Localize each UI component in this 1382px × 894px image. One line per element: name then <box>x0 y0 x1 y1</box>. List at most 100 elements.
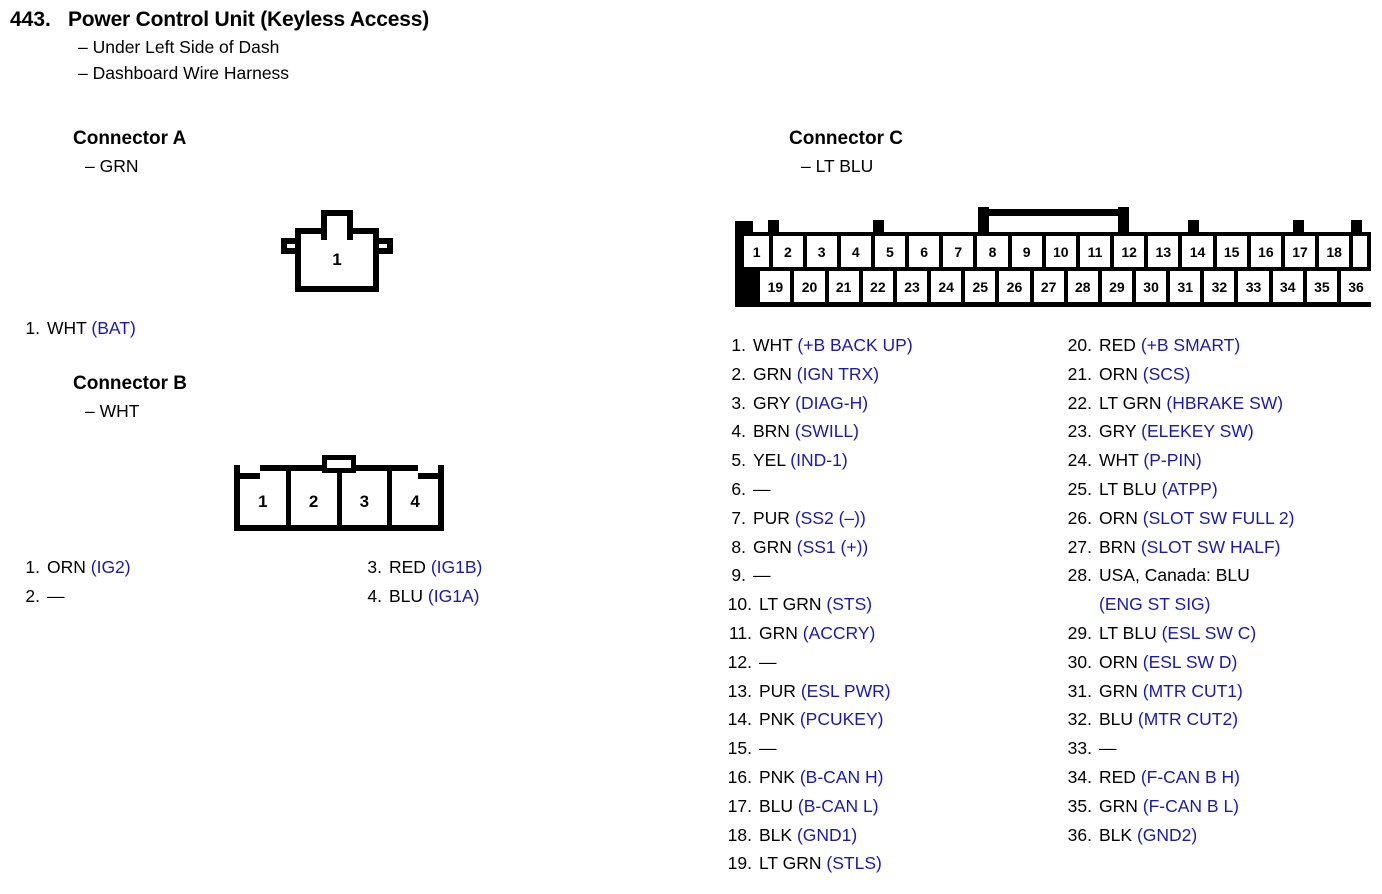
pin-row: 3. RED (IG1B) <box>358 553 688 582</box>
wire-color: — <box>47 585 65 606</box>
pin-detail: BLU (B-CAN L) <box>759 792 1062 821</box>
connector-b-corner-left <box>240 465 260 479</box>
signal-name: (B-CAN L) <box>797 795 879 816</box>
wire-color: WHT <box>1099 450 1144 471</box>
pin-detail: BLK (GND1) <box>759 821 1062 850</box>
wire-color: LT GRN <box>759 853 827 874</box>
signal-name: (SLOT SW HALF) <box>1140 536 1281 557</box>
connector-c-cavity-21: 21 <box>828 271 859 302</box>
connector-c-color: – LT BLU <box>801 156 874 176</box>
connector-c-tab-4 <box>1293 220 1304 234</box>
connector-a-title: Connector A <box>73 128 187 149</box>
connector-c-latch-post-left <box>978 207 989 235</box>
connector-c-cavity-26: 26 <box>999 271 1030 302</box>
pin-row: 8.GRN (SS1 (+)) <box>722 533 1062 562</box>
pin-row: 33. — <box>1062 734 1382 763</box>
pin-number: 2. <box>731 363 746 384</box>
wire-color: — <box>1099 738 1117 759</box>
wire-color: GRN <box>1099 795 1143 816</box>
wire-color: PUR <box>759 680 801 701</box>
pin-detail: LT BLU (ATPP) <box>1099 475 1382 504</box>
pin-number: 19. <box>727 853 752 874</box>
connector-c-pin-list-right: 20.RED (+B SMART)21.ORN (SCS)22.LT GRN (… <box>1062 331 1382 849</box>
pin-number: 30. <box>1067 651 1092 672</box>
pin-row: 15.— <box>722 734 1062 763</box>
wire-color: WHT <box>47 318 92 338</box>
connector-c-cavity-27: 27 <box>1033 271 1064 302</box>
wire-color: ORN <box>1099 651 1143 672</box>
pin-number: 33. <box>1067 738 1092 759</box>
signal-name: (IGN TRX) <box>796 363 880 384</box>
pin-row: 16.PNK (B-CAN H) <box>722 763 1062 792</box>
wire-color: GRY <box>753 392 796 413</box>
pin-number: 3. <box>367 557 382 577</box>
pin-detail: — <box>1099 734 1382 763</box>
signal-name: (ESL SW C) <box>1161 622 1257 643</box>
connector-b-cavity-4: 4 <box>410 492 420 511</box>
connector-a-pin-list: 1. WHT (BAT) <box>16 314 346 343</box>
wire-color: BRN <box>1099 536 1141 557</box>
signal-name: (SWILL) <box>794 421 859 442</box>
pin-number: 13. <box>727 680 752 701</box>
signal-name: (IND-1) <box>790 450 848 471</box>
wire-color: ORN <box>1099 507 1143 528</box>
connector-c-corner-left <box>735 221 753 234</box>
connector-c-tab-5 <box>1351 220 1362 234</box>
pin-number: 28. <box>1067 565 1092 586</box>
pin-detail: BRN (SLOT SW HALF) <box>1099 533 1382 562</box>
pin-number: 7. <box>731 507 746 528</box>
signal-name: (ATPP) <box>1161 478 1218 499</box>
pin-detail: LT GRN (STS) <box>759 590 1062 619</box>
connector-c-cavity-3: 3 <box>806 236 837 267</box>
pin-detail: GRN (MTR CUT1) <box>1099 677 1382 706</box>
pin-detail: ORN (SCS) <box>1099 360 1382 389</box>
connector-c-heading: Connector C – LT BLU <box>789 128 903 177</box>
pin-number: 4. <box>731 421 746 442</box>
pin-row: 6. — <box>722 475 1062 504</box>
connector-c-cavity-16: 16 <box>1250 236 1281 267</box>
wire-color: BLK <box>1099 824 1137 845</box>
pin-row: 21.ORN (SCS) <box>1062 360 1382 389</box>
signal-name: (F-CAN B L) <box>1142 795 1239 816</box>
item-title: Power Control Unit (Keyless Access) <box>68 8 429 31</box>
pin-row: 34.RED (F-CAN B H) <box>1062 763 1382 792</box>
connector-c-cavity-30: 30 <box>1136 271 1167 302</box>
signal-name: (MTR CUT1) <box>1142 680 1243 701</box>
wire-color: ORN <box>47 557 91 577</box>
signal-name: (IG2) <box>90 557 131 577</box>
pin-detail: BRN (SWILL) <box>753 417 1062 446</box>
pin-row: 31.GRN (MTR CUT1) <box>1062 677 1382 706</box>
pin-row: 5.YEL (IND-1) <box>722 446 1062 475</box>
connector-a-ear-right <box>377 238 393 254</box>
pin-number: 14. <box>727 709 752 730</box>
signal-name: (HBRAKE SW) <box>1166 392 1284 413</box>
connector-b-pin-list-right: 3. RED (IG1B) 4. BLU (IG1A) <box>358 553 688 611</box>
wire-color: PNK <box>759 766 800 787</box>
connector-b-title: Connector B <box>73 373 187 394</box>
pin-detail: GRY (DIAG-H) <box>753 389 1062 418</box>
connector-c-cavity-1: 1 <box>744 236 770 267</box>
pin-row: 11.GRN (ACCRY) <box>722 619 1062 648</box>
pin-row: 1. WHT (BAT) <box>16 314 346 343</box>
connector-b-color: – WHT <box>85 401 140 421</box>
wire-color: RED <box>389 557 431 577</box>
connector-a-cavity-1: 1 <box>332 250 342 269</box>
pin-number: 5. <box>731 450 746 471</box>
connector-b-diagram: 1 2 3 4 <box>234 455 444 531</box>
wire-color: ORN <box>1099 363 1143 384</box>
connector-a-diagram: 1 <box>281 210 393 292</box>
connector-a-notch <box>321 210 353 240</box>
wire-color: BLK <box>759 824 797 845</box>
signal-name: (SLOT SW FULL 2) <box>1142 507 1295 528</box>
pin-detail: — <box>753 561 1062 590</box>
connector-c-top-blank <box>1353 236 1367 267</box>
signal-name: (+B BACK UP) <box>797 335 913 355</box>
pin-number: 6. <box>731 478 746 499</box>
wire-color: — <box>753 478 771 499</box>
connector-b-latch-tab <box>322 455 356 473</box>
pin-detail: GRN (SS1 (+)) <box>753 533 1062 562</box>
pin-number: 17. <box>727 795 752 816</box>
connector-c-cavity-28: 28 <box>1067 271 1098 302</box>
signal-name: (ACCRY) <box>802 622 876 643</box>
pin-number: 29. <box>1067 622 1092 643</box>
